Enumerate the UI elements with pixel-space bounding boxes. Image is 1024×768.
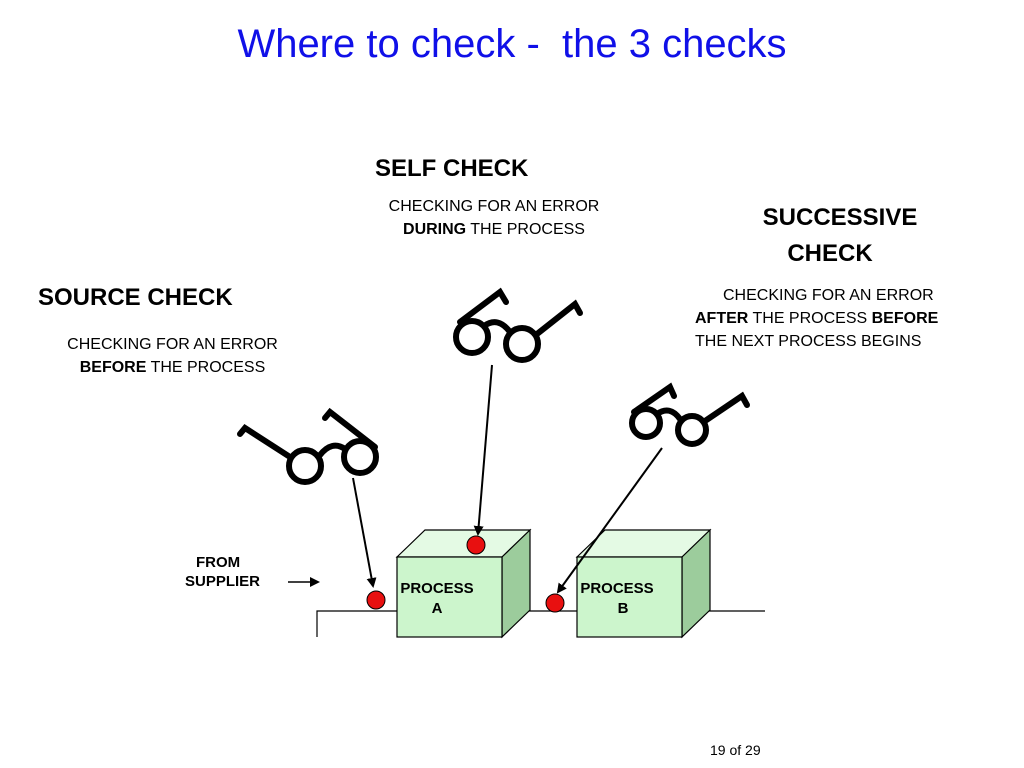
successive-check-desc-mid: THE PROCESS [748, 310, 872, 327]
successive-check-heading-line1: SUCCESSIVE [762, 204, 918, 231]
process-b-label-line2: B [617, 600, 629, 617]
slide-title: Where to check - the 3 checks [237, 22, 787, 66]
source-check-description: CHECKING FOR AN ERROR BEFORE THE PROCESS [30, 333, 315, 379]
process-a-label: PROCESS A [397, 579, 477, 619]
self-check-heading: SELF CHECK [375, 155, 529, 182]
source-check-desc-line1: CHECKING FOR AN ERROR [67, 336, 278, 353]
source-check-emphasis: BEFORE [79, 359, 147, 376]
arrow-icon [556, 447, 663, 594]
self-check-desc-rest: THE PROCESS [466, 221, 585, 238]
process-b-box [575, 528, 712, 639]
checkpoint-dot [545, 593, 565, 613]
successive-check-desc-line3: THE NEXT PROCESS BEGINS [695, 333, 922, 350]
process-b-label: PROCESS B [577, 579, 657, 619]
self-check-emphasis: DURING [403, 221, 467, 238]
source-check-desc-rest: THE PROCESS [146, 359, 266, 376]
successive-check-emphasis-before: BEFORE [871, 310, 939, 327]
glasses-icon [237, 407, 379, 485]
process-a-box [395, 528, 532, 639]
arrow-icon [352, 477, 377, 588]
successive-check-description: CHECKING FOR AN ERROR AFTER THE PROCESS … [690, 284, 1010, 353]
glasses-icon [629, 382, 750, 447]
supplier-label-line1: FROM [196, 554, 241, 571]
page-number: 19 of 29 [710, 742, 761, 758]
source-check-heading: SOURCE CHECK [38, 284, 233, 311]
successive-check-desc-line2: AFTER THE PROCESS BEFORE [690, 307, 1010, 330]
successive-check-desc-line1: CHECKING FOR AN ERROR [723, 287, 934, 304]
self-check-desc-line2: DURING THE PROCESS [354, 218, 634, 241]
successive-check-heading: SUCCESSIVE CHECK [720, 200, 960, 272]
process-b-label-line1: PROCESS [580, 580, 654, 597]
source-check-desc-line2: BEFORE THE PROCESS [30, 356, 315, 379]
supplier-label-line2: SUPPLIER [185, 573, 261, 590]
glasses-icon [453, 287, 583, 363]
supplier-label: FROM SUPPLIER [185, 553, 260, 591]
checkpoint-dot [466, 535, 486, 555]
arrow-icon [473, 364, 493, 536]
process-a-label-line2: A [431, 600, 443, 617]
process-a-label-line1: PROCESS [400, 580, 474, 597]
checkpoint-dot [366, 590, 386, 610]
successive-check-heading-line2: CHECK [787, 240, 873, 267]
successive-check-emphasis-after: AFTER [695, 310, 749, 327]
self-check-description: CHECKING FOR AN ERROR DURING THE PROCESS [354, 195, 634, 241]
self-check-desc-line1: CHECKING FOR AN ERROR [388, 198, 600, 215]
